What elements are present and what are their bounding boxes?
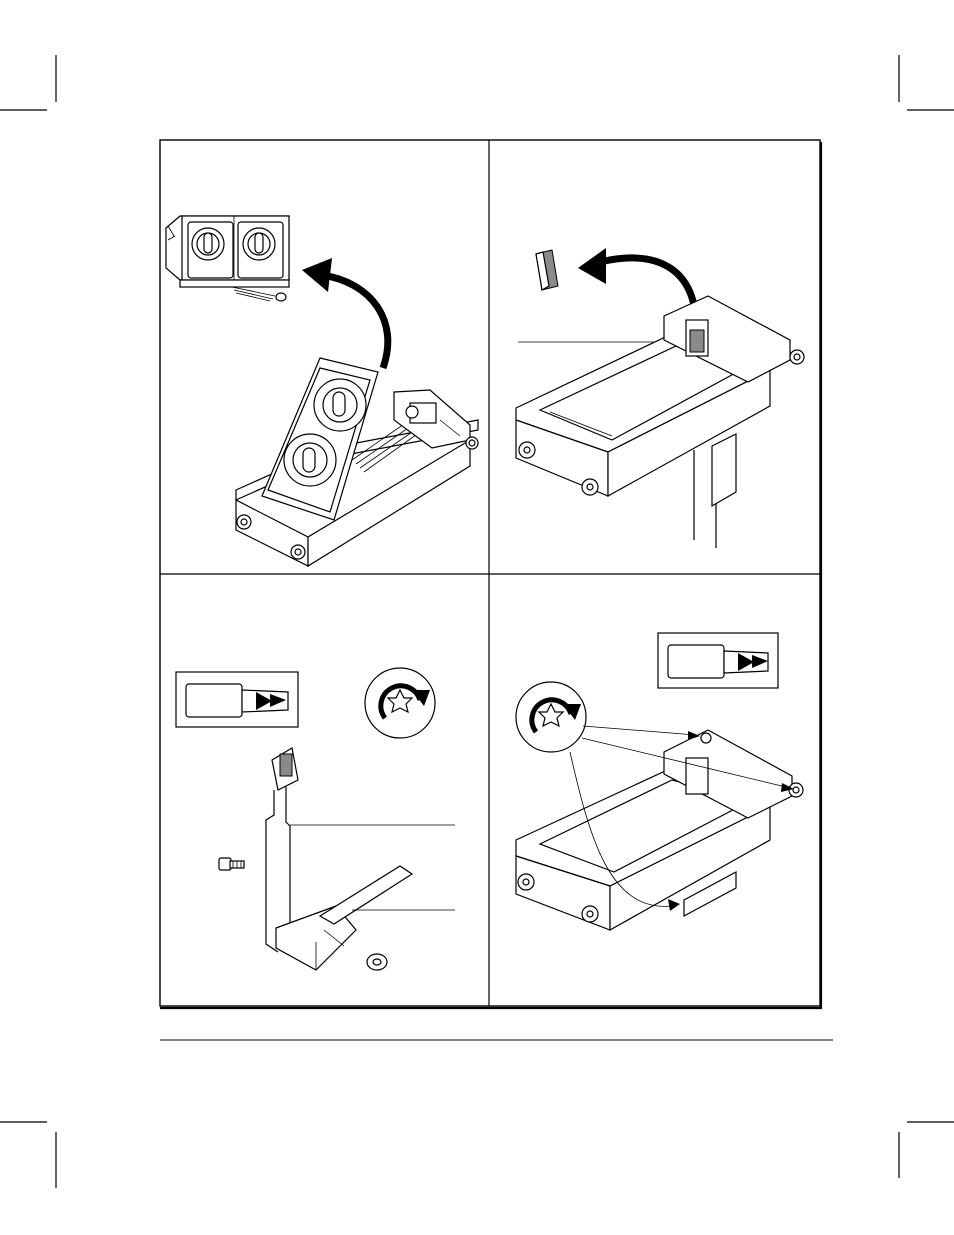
panel-3-illustration: [176, 668, 455, 970]
torx-bit-icon: [658, 633, 778, 688]
connector-block: [536, 250, 558, 290]
screw: [219, 858, 244, 870]
carriage-base: [516, 730, 803, 930]
crop-marks: [0, 55, 954, 1188]
rotate-clockwise-icon: [516, 682, 586, 752]
cartridge-carriage-tilted: [236, 358, 478, 566]
panel-1-illustration: [166, 216, 478, 566]
washer: [367, 954, 387, 970]
panel-4-illustration: [516, 633, 803, 930]
panel-2-illustration: [516, 248, 804, 548]
print-cartridge-pair: [166, 216, 289, 301]
flex-circuit-bracket: [266, 748, 412, 970]
torx-bit-icon: [176, 672, 298, 727]
curved-arrow-icon: [302, 258, 388, 368]
rotate-clockwise-icon: [365, 668, 435, 738]
carriage-base: [516, 296, 804, 548]
